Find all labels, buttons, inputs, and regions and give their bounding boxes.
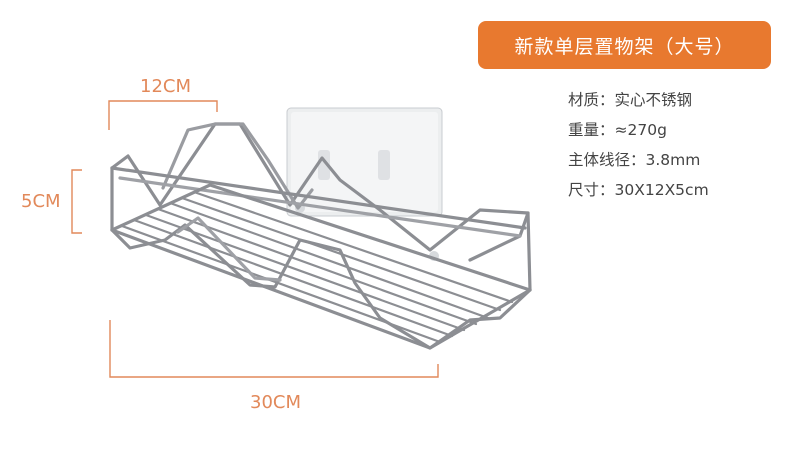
dimension-length-label: 30CM [250,392,302,413]
product-title-badge: 新款单层置物架（大号） [478,21,771,69]
spec-wire-diameter: 主体线径：3.8mm [568,151,701,169]
length-bracket [109,320,439,378]
spec-size: 尺寸：30X12X5cm [568,181,709,199]
spec-list: 材质：实心不锈钢 重量：≈270g 主体线径：3.8mm 尺寸：30X12X5c… [568,85,709,205]
adhesive-hook-plate [286,107,443,261]
height-bracket [71,169,82,234]
dimension-height-label: 5CM [21,191,61,212]
width-bracket [108,100,218,130]
dimension-lines [71,100,439,378]
wire-shelf-basket [110,122,532,350]
spec-material: 材质：实心不锈钢 [568,91,693,109]
dimension-width-label: 12CM [140,76,192,97]
spec-weight: 重量：≈270g [568,121,667,139]
